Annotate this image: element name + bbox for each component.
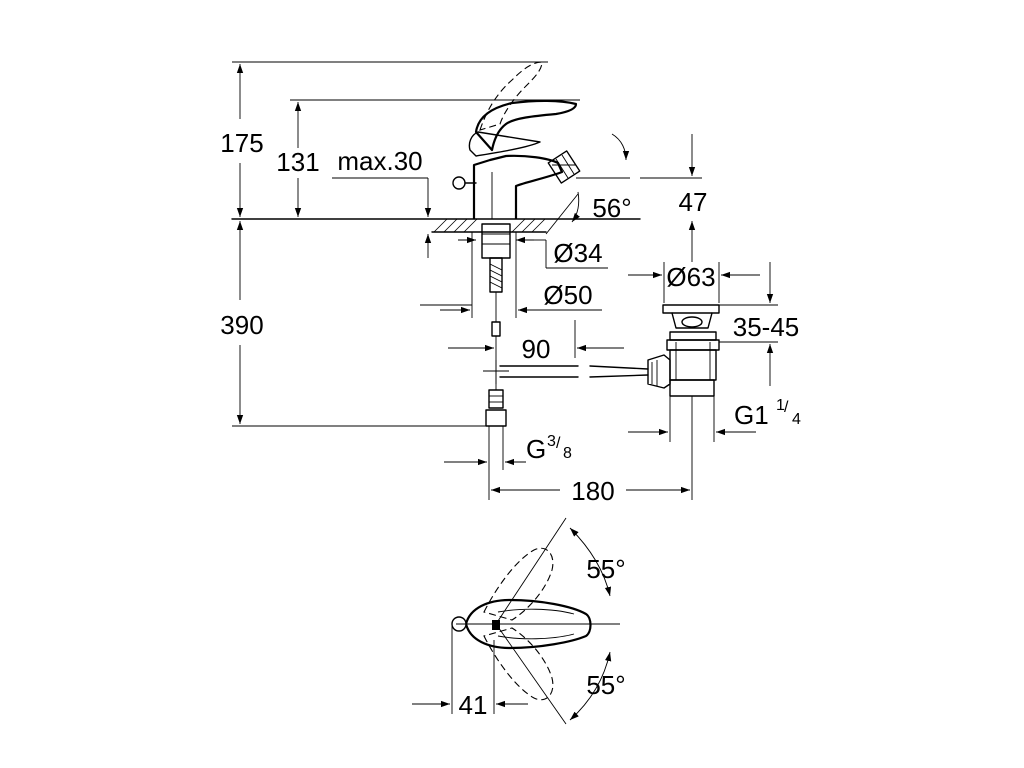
pop-up-knob	[452, 176, 466, 190]
deck-hatching	[431, 218, 547, 233]
spray-head	[547, 150, 630, 184]
dim-d34-label: Ø34	[553, 238, 602, 268]
dim-g38-label: G	[526, 434, 546, 464]
faucet-body	[452, 131, 564, 219]
side-view: 175 131 max.30 56° 47 Ø34	[220, 61, 801, 506]
dim-55-bottom-label: 55°	[586, 670, 625, 700]
dim-55-top-label: 55°	[586, 554, 625, 584]
lever-position-right	[483, 627, 554, 701]
dim-max30-label: max.30	[337, 146, 422, 176]
dim-d50-label: Ø50	[543, 280, 592, 310]
pull-rod	[483, 360, 649, 384]
pop-up-waste	[647, 304, 720, 397]
dim-90-label: 90	[522, 334, 551, 364]
dim-d63-label: Ø63	[666, 262, 715, 292]
svg-text:/: /	[556, 435, 561, 452]
dim-g114-label: G1	[734, 400, 769, 430]
hose-assembly	[481, 223, 511, 427]
dim-41-label: 41	[459, 690, 488, 720]
lever-indicator	[492, 620, 500, 630]
lever-handle-raised	[479, 61, 543, 131]
dim-g38-denominator: 8	[563, 445, 572, 462]
dim-131-label: 131	[276, 147, 319, 177]
lever-handle	[474, 99, 578, 152]
dim-56-label: 56°	[592, 193, 631, 223]
top-lever-handle	[464, 598, 592, 650]
svg-text:/: /	[784, 399, 789, 416]
dim-g114-denominator: 4	[792, 411, 801, 428]
dim-175-label: 175	[220, 128, 263, 158]
dim-47-label: 47	[679, 187, 708, 217]
dim-180-label: 180	[571, 476, 614, 506]
dim-g114-numerator: 1	[776, 397, 785, 414]
dim-390-label: 390	[220, 310, 263, 340]
dim-g38-numerator: 3	[547, 433, 556, 450]
top-view: 55° 55° 41	[412, 517, 626, 725]
dim-35-45-label: 35-45	[733, 312, 800, 342]
lever-position-left	[483, 547, 554, 621]
